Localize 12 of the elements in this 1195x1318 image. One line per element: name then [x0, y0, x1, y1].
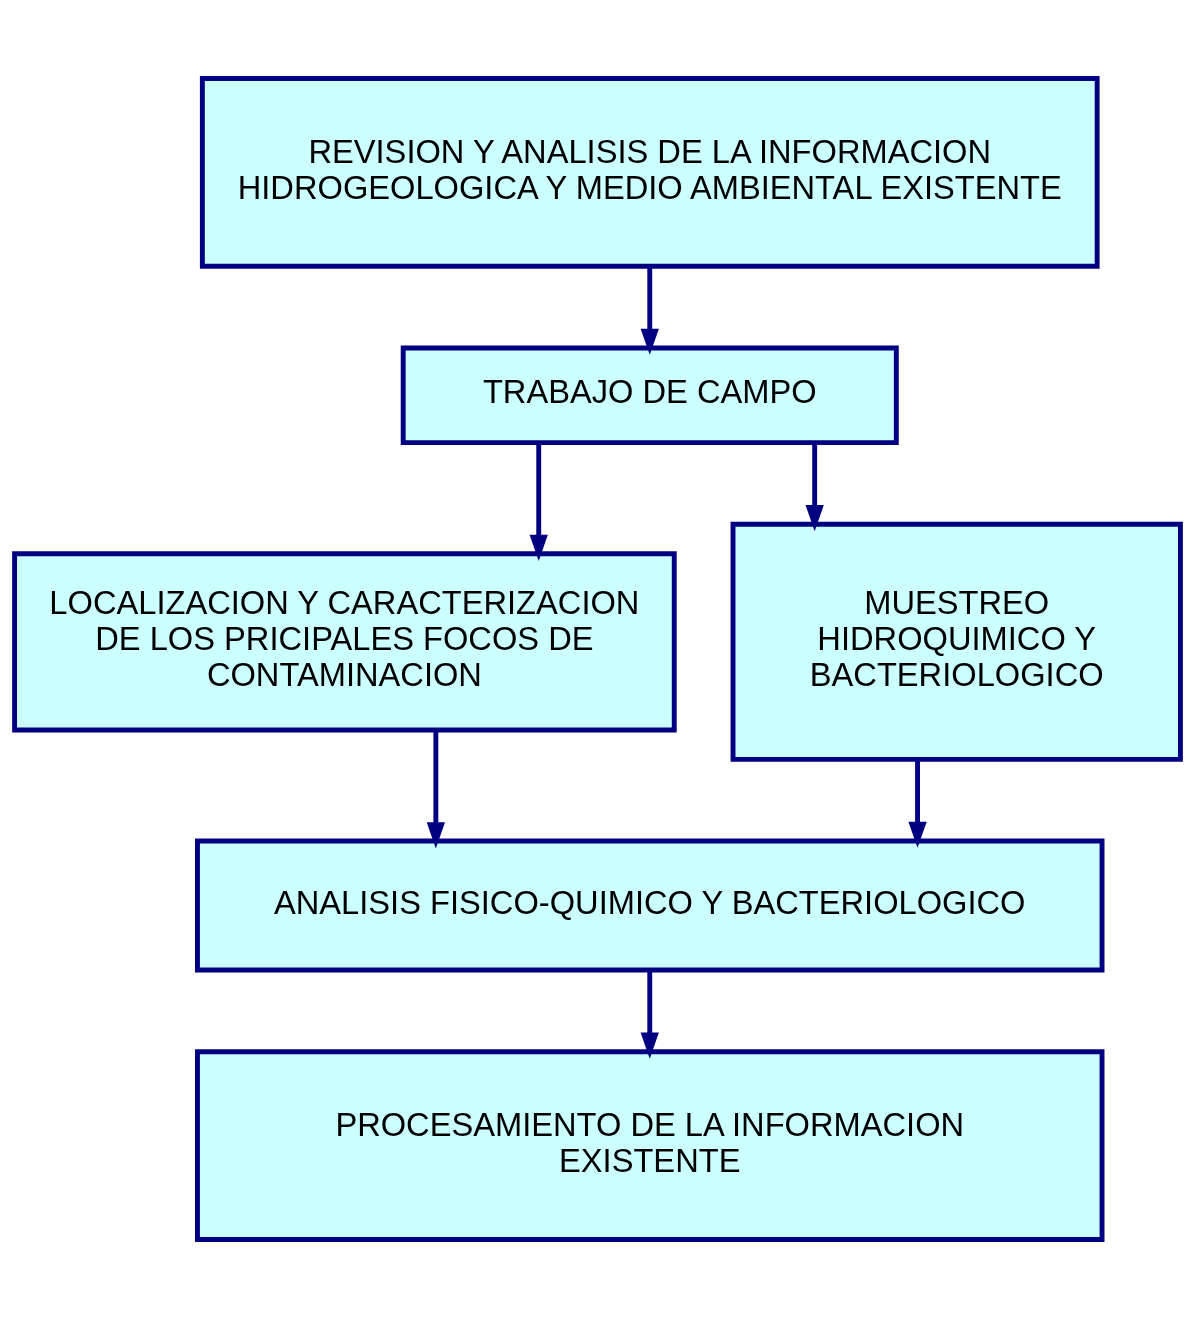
arrow: [529, 442, 548, 561]
node-box: PROCESAMIENTO DE LA INFORMACION EXISTENTE: [195, 1049, 1105, 1242]
arrow: [640, 266, 659, 355]
node-box: TRABAJO DE CAMPO: [400, 345, 899, 446]
arrow: [805, 442, 824, 532]
node-box: MUESTREO HIDROQUIMICO Y BACTERIOLOGICO: [730, 521, 1183, 762]
arrow: [908, 759, 927, 848]
node-box: LOCALIZACION Y CARACTERIZACION DE LOS PRICIPALES FOCOS DE CONTAMINACION: [12, 551, 677, 733]
arrow: [426, 730, 446, 849]
node-box: ANALISIS FISICO-QUIMICO Y BACTERIOLOGICO: [195, 838, 1105, 973]
arrow: [640, 970, 659, 1059]
node-box: REVISION Y ANALISIS DE LA INFORMACION HIDROGEOLOGICA Y MEDIO AMBIENTAL EXISTENTE: [199, 76, 1100, 269]
